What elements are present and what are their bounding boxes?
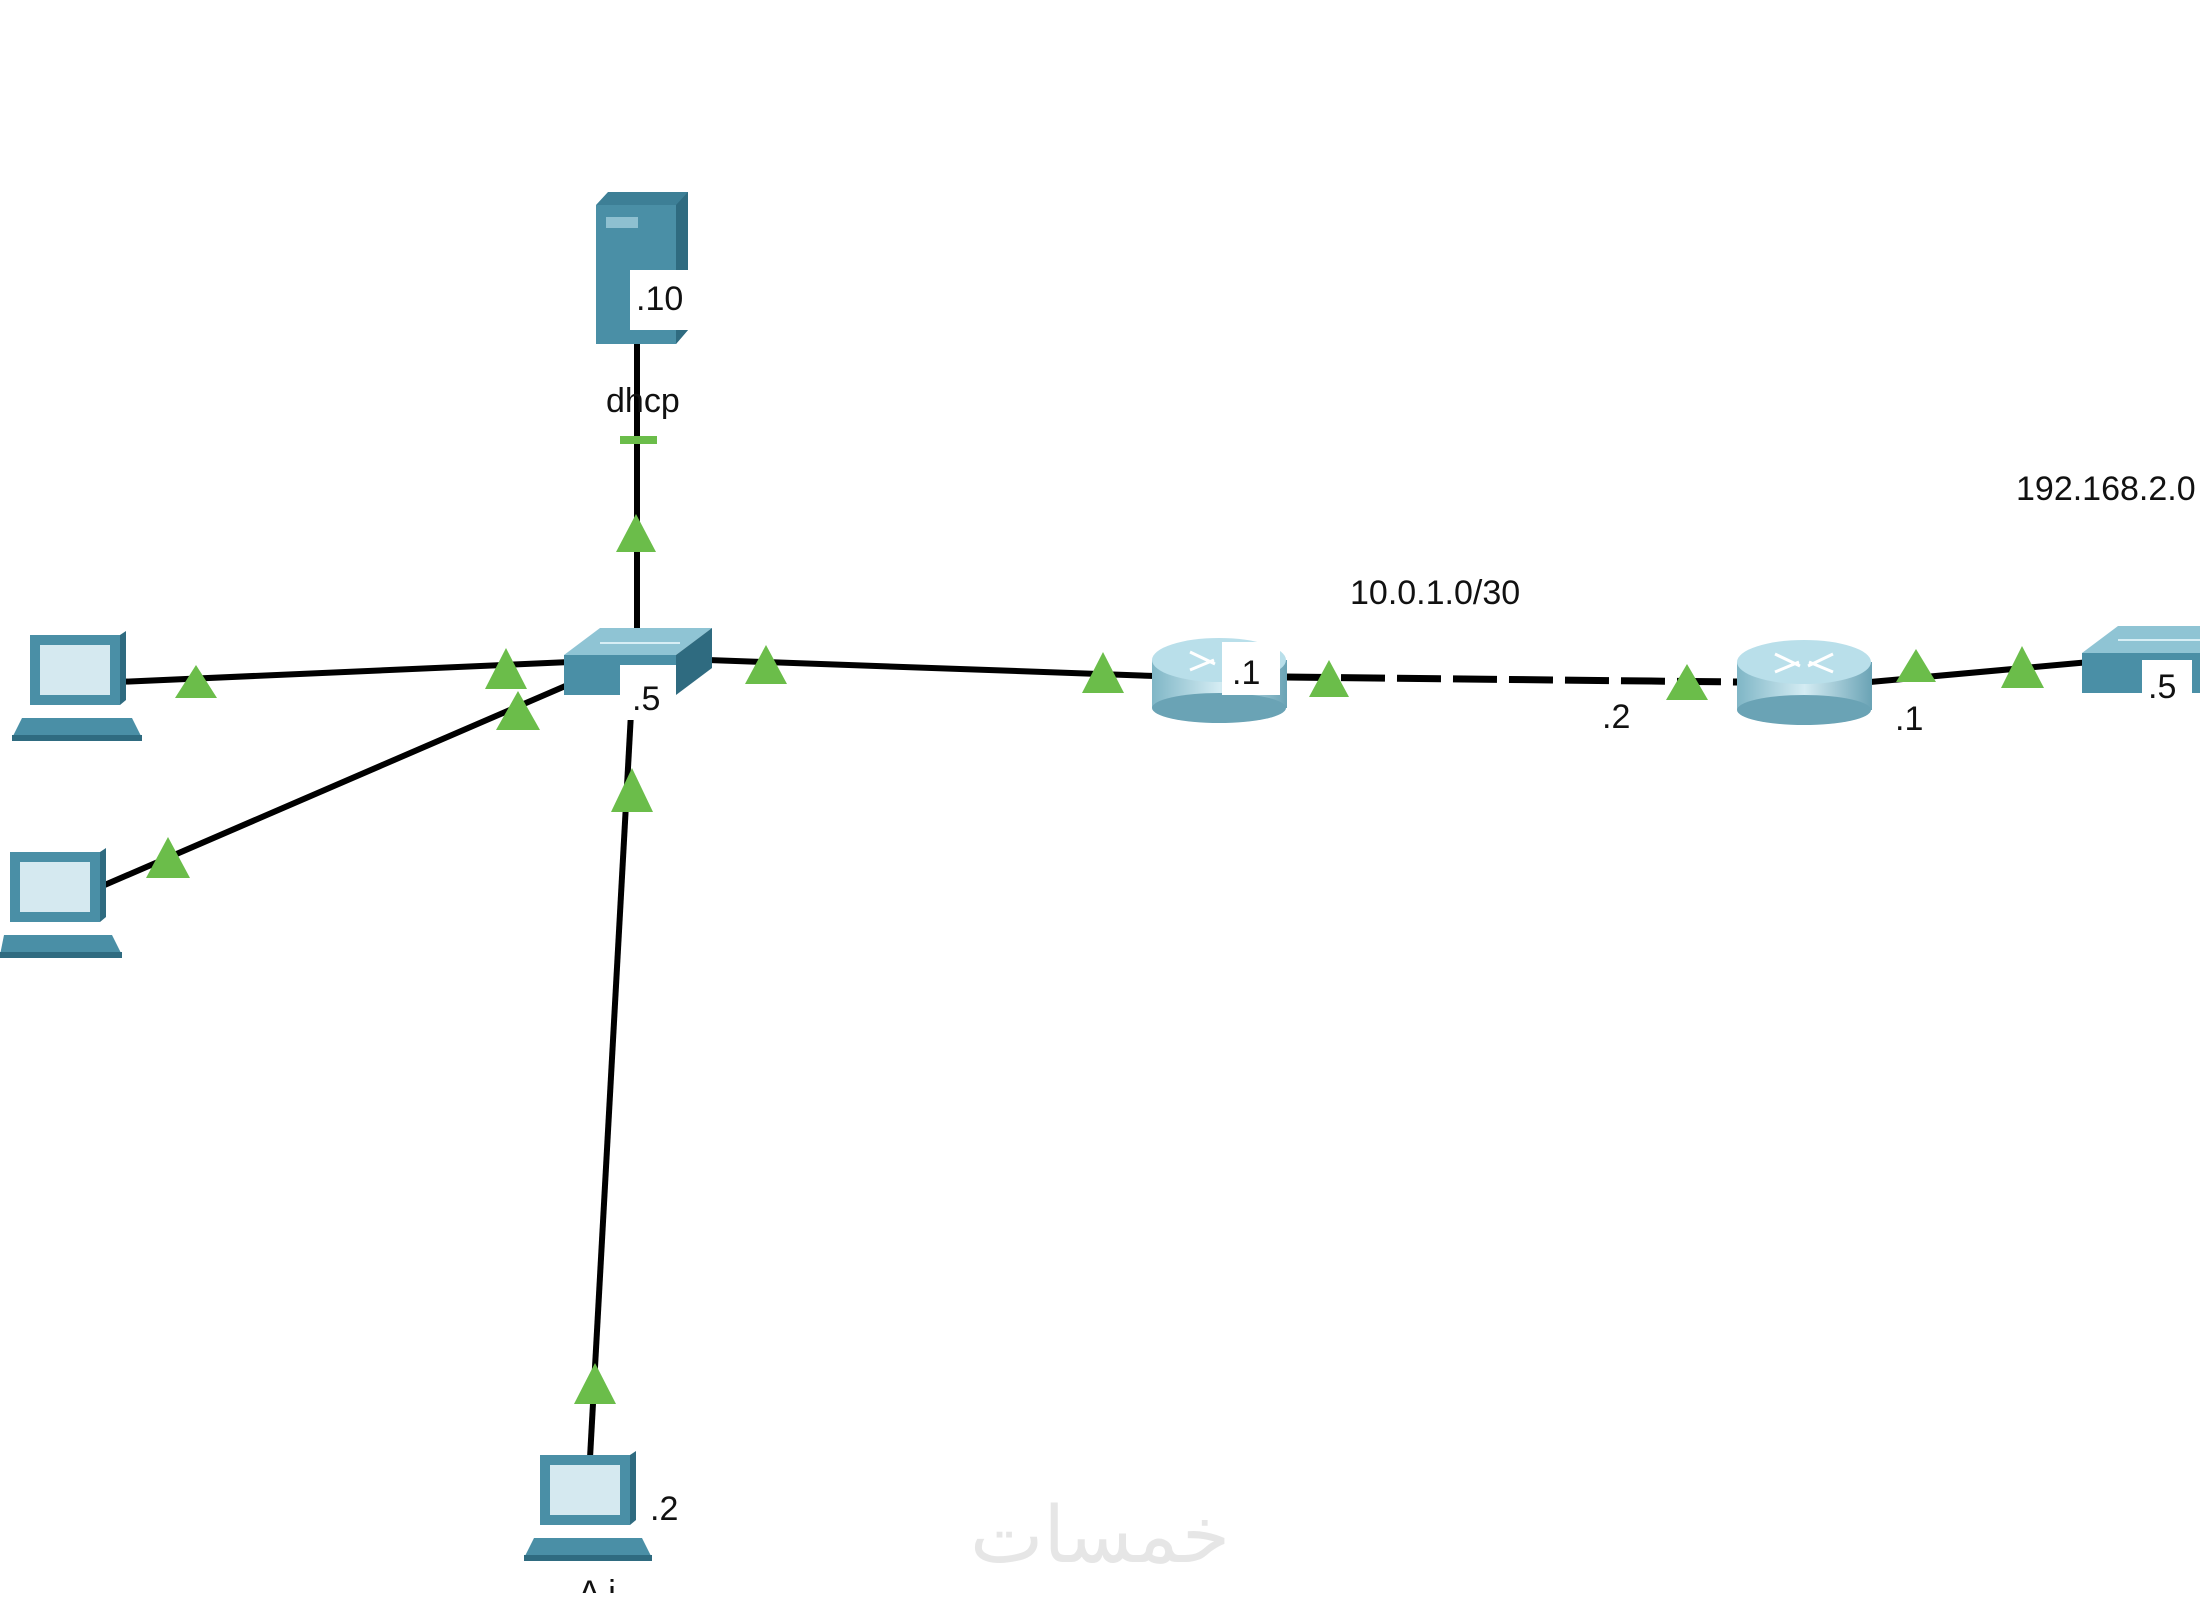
links: [98, 340, 2091, 1459]
switch-icon: [564, 628, 712, 655]
router-wan-ip-label: .2: [1602, 698, 1630, 736]
switch-left[interactable]: .5: [564, 628, 712, 720]
link-status-triangle: [146, 837, 190, 878]
link-pc2-switch[interactable]: [98, 681, 572, 890]
switch-ip-label: .5: [632, 680, 660, 718]
link-status-triangle: [496, 691, 540, 730]
pc-name-label-partial: A i: [578, 1574, 616, 1593]
switch-ip-label: .5: [2148, 668, 2176, 706]
pc-mid-left[interactable]: [0, 848, 122, 958]
ip-label-box: [620, 665, 676, 720]
server-ip-label: .10: [636, 280, 683, 318]
link-status-triangle: [485, 648, 527, 689]
router-lan-ip-label: .1: [1895, 700, 1923, 738]
ip-label-box: [1222, 642, 1280, 695]
router-right[interactable]: .2 .1: [1602, 640, 1923, 738]
link-status-bar: [620, 436, 657, 444]
ip-label-box: [630, 270, 690, 330]
link-status-triangle: [1082, 652, 1124, 693]
link-status-triangle: [611, 768, 653, 812]
right-lan-network-label: 192.168.2.0: [2016, 470, 2196, 508]
router-ip-label: .1: [1232, 654, 1260, 692]
ip-label-box: [2142, 660, 2192, 710]
link-status-triangle: [616, 514, 656, 552]
link-status-triangle: [1666, 664, 1708, 700]
link-status-triangle: [175, 665, 217, 698]
link-status-triangle: [1896, 649, 1936, 682]
link-router-left-router-right[interactable]: [1284, 673, 1739, 686]
link-pc3-switch[interactable]: [587, 694, 635, 1459]
link-status-triangle: [1309, 660, 1349, 697]
router-left[interactable]: .1: [1152, 638, 1287, 723]
pc-ip-label: .2: [650, 1490, 678, 1528]
link-status-triangle: [574, 1363, 616, 1404]
server-name-label: dhcp: [606, 382, 680, 420]
pc-bottom[interactable]: .2 A i: [524, 1451, 678, 1598]
link-status-triangle: [745, 645, 787, 684]
link-status-indicators: [146, 436, 2044, 1404]
link-switch-router-left[interactable]: [707, 657, 1156, 679]
pc-top-left[interactable]: [12, 631, 142, 741]
watermark: خمسات: [970, 1491, 1230, 1581]
wan-network-label: 10.0.1.0/30: [1350, 574, 1520, 612]
switch-right[interactable]: .5: [2082, 626, 2200, 710]
dhcp-server[interactable]: .10 dhcp: [596, 192, 690, 420]
link-status-triangle: [2001, 646, 2044, 688]
